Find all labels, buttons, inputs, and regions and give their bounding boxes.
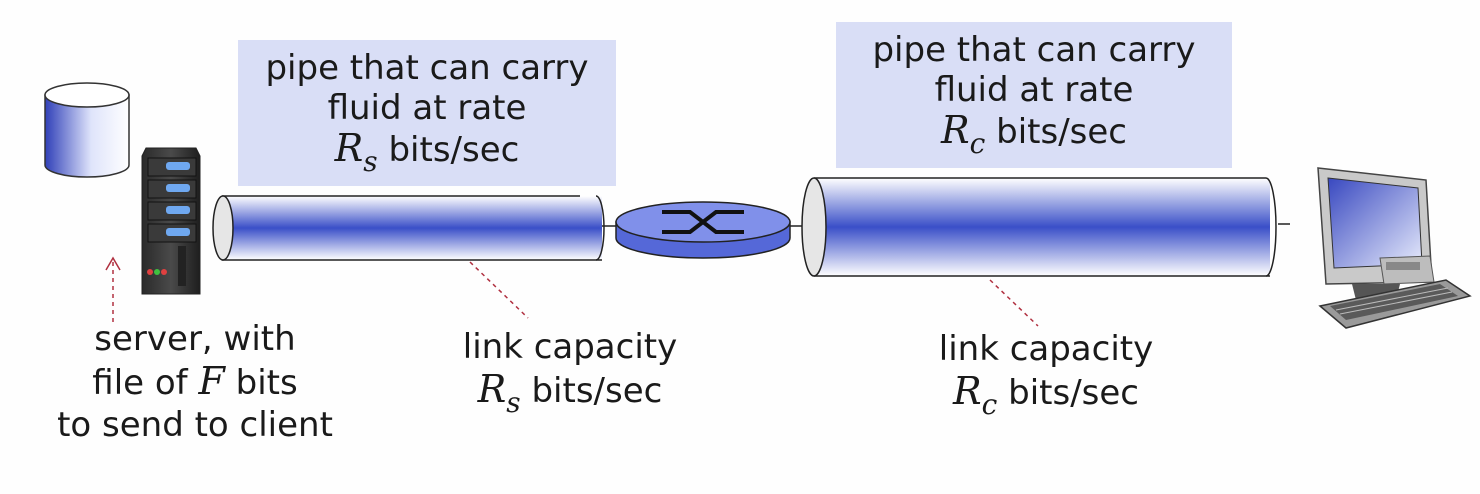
pipe-s bbox=[212, 195, 605, 261]
server-caption-line3: to send to client bbox=[57, 405, 333, 445]
capacity-rate: Rs bits/sec bbox=[430, 367, 710, 419]
rate-unit: bits/sec bbox=[377, 130, 520, 170]
caption-post: bits bbox=[224, 363, 298, 403]
capacity-sub: s bbox=[506, 386, 521, 419]
rate-unit: bits/sec bbox=[985, 112, 1127, 152]
pipe-c-label-line1: pipe that can carry bbox=[872, 30, 1196, 70]
pipe-c bbox=[801, 177, 1277, 277]
pipe-s-label-line2: fluid at rate bbox=[327, 88, 527, 128]
capacity-label: link capacity bbox=[938, 329, 1154, 369]
capacity-var: R bbox=[953, 369, 982, 413]
pipe-c-label-box: pipe that can carry fluid at rate Rc bit… bbox=[836, 22, 1232, 168]
pipe-s-capacity: link capacity Rs bits/sec bbox=[430, 326, 710, 419]
database-icon bbox=[44, 82, 130, 178]
capacity-unit: bits/sec bbox=[997, 373, 1139, 413]
pipe-s-leader bbox=[469, 261, 529, 319]
server-caption: server, with file of F bits to send to c… bbox=[30, 318, 360, 446]
file-size-var: F bbox=[198, 359, 225, 403]
pipe-c-capacity: link capacity Rc bits/sec bbox=[906, 328, 1186, 421]
server-caption-line2: file of F bits bbox=[30, 360, 360, 404]
capacity-unit: bits/sec bbox=[520, 371, 663, 411]
pipe-s-label-line1: pipe that can carry bbox=[265, 48, 589, 88]
capacity-rate: Rc bits/sec bbox=[906, 369, 1186, 421]
rate-var: R bbox=[941, 108, 970, 152]
rate-var: R bbox=[334, 126, 364, 170]
server-icon bbox=[141, 147, 201, 295]
capacity-label: link capacity bbox=[462, 327, 678, 367]
caption-pre: file of bbox=[92, 363, 199, 403]
router-icon bbox=[615, 201, 791, 259]
server-leader-arrow bbox=[105, 256, 121, 322]
computer-icon bbox=[1317, 167, 1472, 329]
server-caption-line1: server, with bbox=[94, 319, 296, 359]
pipe-c-leader bbox=[989, 279, 1039, 327]
pipe-s-rate: Rs bits/sec bbox=[238, 126, 616, 178]
rate-sub: c bbox=[969, 127, 986, 160]
capacity-sub: c bbox=[981, 388, 998, 421]
pipe-c-label-line2: fluid at rate bbox=[934, 70, 1134, 110]
pipe-c-rate: Rc bits/sec bbox=[836, 108, 1232, 160]
rate-sub: s bbox=[363, 145, 378, 178]
capacity-var: R bbox=[477, 367, 507, 411]
pipe-s-label-box: pipe that can carry fluid at rate Rs bit… bbox=[238, 40, 616, 186]
